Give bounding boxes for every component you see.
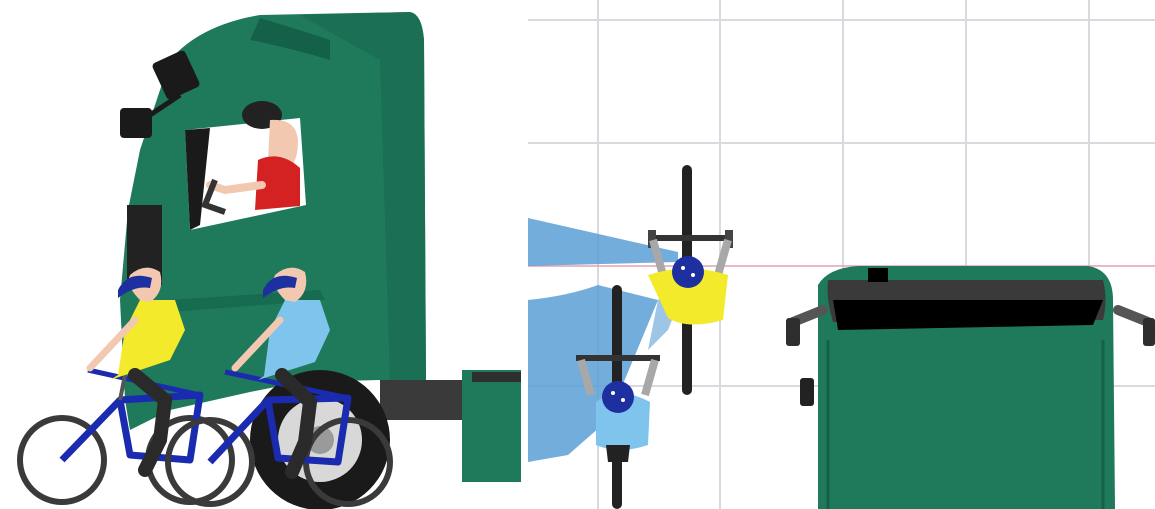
truck-cab-top-icon — [786, 266, 1155, 509]
panel-divider — [521, 0, 528, 509]
top-view-panel — [528, 0, 1155, 509]
truck-chassis — [380, 370, 521, 482]
side-view-panel — [0, 0, 521, 509]
top-view-illustration — [528, 0, 1155, 509]
side-view-illustration — [0, 0, 521, 509]
